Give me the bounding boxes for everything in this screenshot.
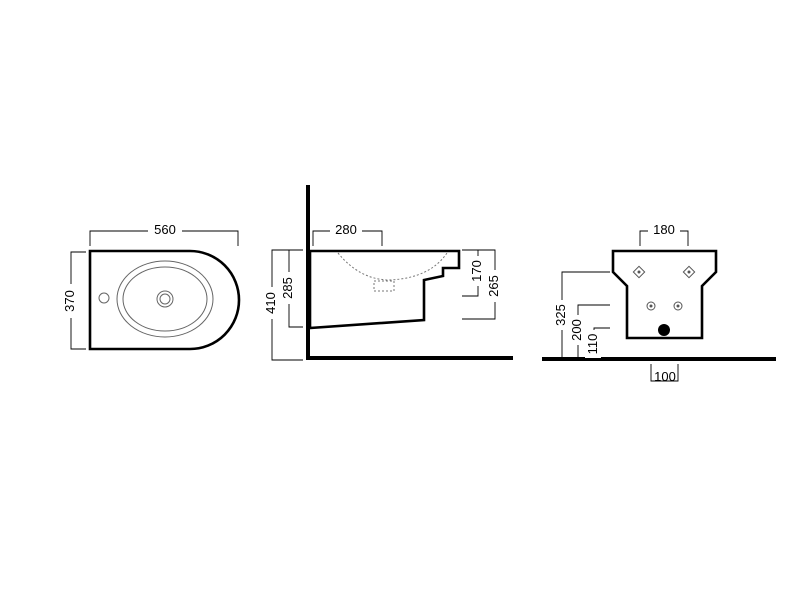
front-view: 180 325 (542, 221, 776, 384)
top-width-dimension: 560 (89, 221, 239, 246)
top-bowl-rim (116, 260, 214, 338)
side-inner-height-label: 285 (280, 277, 295, 299)
top-view-outline (88, 249, 241, 351)
side-inner-height-dimension: 285 (280, 249, 303, 328)
front-fixing-spacing-label: 180 (653, 222, 675, 237)
front-supply-hole-left (646, 301, 656, 311)
side-view: 280 410 285 170 265 (263, 185, 513, 361)
front-fixing-hole-right (682, 265, 696, 279)
front-fixing-hole-left (632, 265, 646, 279)
top-width-label: 560 (154, 222, 176, 237)
front-waste-height-dimension: 110 (585, 327, 610, 358)
front-fixing-height-label: 325 (553, 304, 568, 326)
side-projection-dimension: 280 (312, 221, 383, 246)
top-view: 560 370 (62, 221, 241, 351)
front-supply-height-label: 200 (569, 319, 584, 341)
side-bowl-cavity (337, 252, 448, 281)
front-waste-height-label: 110 (585, 334, 600, 355)
top-depth-dimension: 370 (62, 251, 86, 350)
side-projection-label: 280 (335, 222, 357, 237)
side-upper-offset-dimension: 170 (462, 249, 485, 297)
top-drain-outer (156, 290, 174, 308)
front-fixing-height-dimension: 325 (553, 271, 610, 357)
front-offset-dimension: 100 (650, 364, 679, 384)
top-bowl-inner (122, 266, 208, 332)
side-overall-height-label: 410 (263, 292, 278, 314)
front-fixing-spacing-dimension: 180 (639, 221, 689, 246)
front-supply-hole-right (673, 301, 683, 311)
side-upper-offset-label: 170 (469, 260, 484, 282)
top-tap-hole (98, 292, 110, 304)
front-offset-label: 100 (654, 369, 676, 384)
side-lower-offset-dimension: 265 (462, 249, 502, 320)
side-drain-cavity (373, 280, 395, 292)
side-overall-height-dimension: 410 (263, 249, 303, 361)
side-lower-offset-label: 265 (486, 275, 501, 297)
side-view-outline (308, 249, 461, 330)
front-supply-height-dimension: 200 (569, 304, 610, 357)
top-depth-label: 370 (62, 290, 77, 312)
top-drain-inner (159, 293, 171, 305)
front-waste-outlet (658, 324, 670, 336)
